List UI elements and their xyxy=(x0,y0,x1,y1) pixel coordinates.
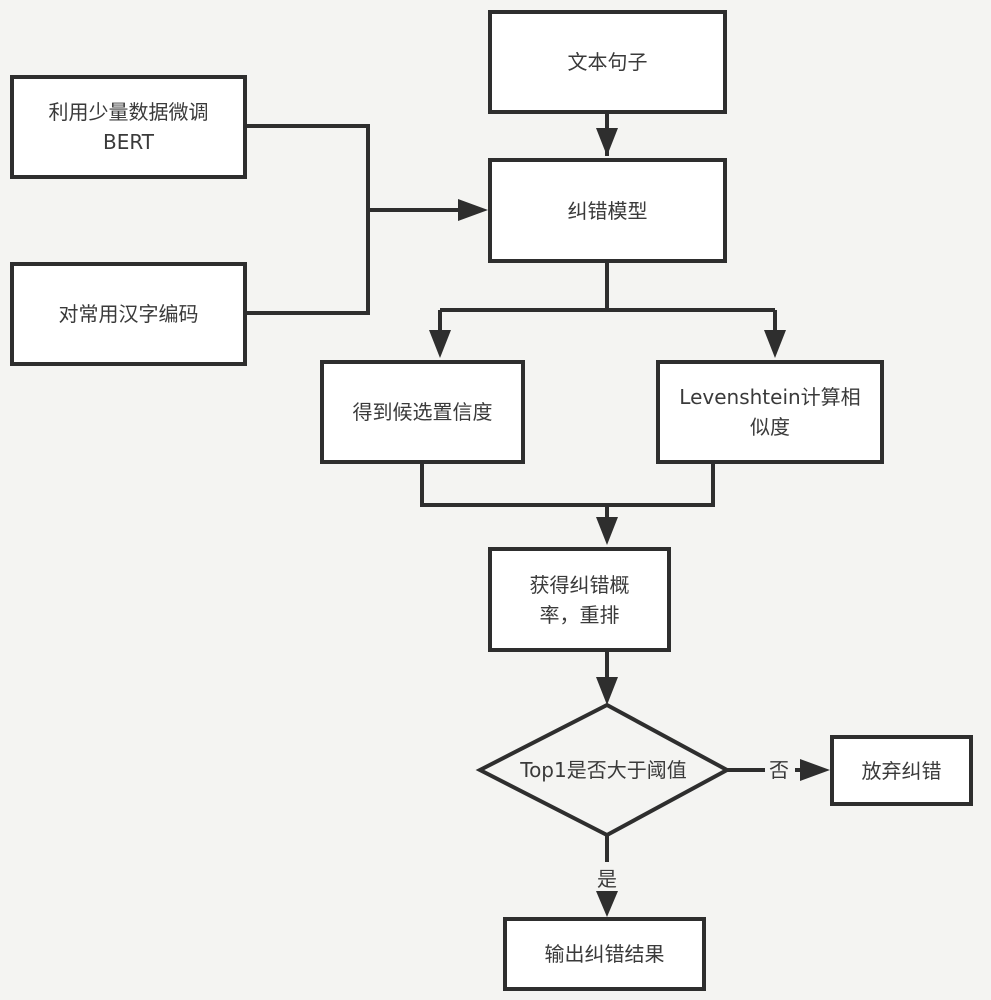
arrowhead-to-decision xyxy=(596,677,618,705)
arrowhead-to-confidence xyxy=(429,330,451,358)
arrowhead-to-abandon xyxy=(800,759,830,781)
node-text-sentence: 文本句子 xyxy=(488,10,727,114)
arrowhead-to-rerank xyxy=(596,517,618,545)
edge-join xyxy=(420,463,715,507)
node-output-result: 输出纠错结果 xyxy=(503,917,706,991)
edge-label-no: 否 xyxy=(767,758,791,782)
node-finetune-bert: 利用少量数据微调BERT xyxy=(10,75,247,179)
node-correction-model: 纠错模型 xyxy=(488,158,727,263)
node-candidate-confidence: 得到候选置信度 xyxy=(320,360,525,464)
node-abandon-correction: 放弃纠错 xyxy=(830,735,973,806)
arrowhead-text-to-model xyxy=(596,128,618,156)
edge-bert-to-merge xyxy=(246,124,370,315)
arrowhead-to-output xyxy=(596,891,618,917)
arrowhead-merge-to-model xyxy=(458,199,488,221)
node-encode-chars: 对常用汉字编码 xyxy=(10,262,247,366)
arrowhead-to-levenshtein xyxy=(764,330,786,358)
decision-label: Top1是否大于阈值 xyxy=(520,758,687,782)
edge-label-yes: 是 xyxy=(595,867,619,891)
node-levenshtein-similarity: Levenshtein计算相似度 xyxy=(656,360,884,464)
node-probability-rerank: 获得纠错概率，重排 xyxy=(488,547,671,652)
